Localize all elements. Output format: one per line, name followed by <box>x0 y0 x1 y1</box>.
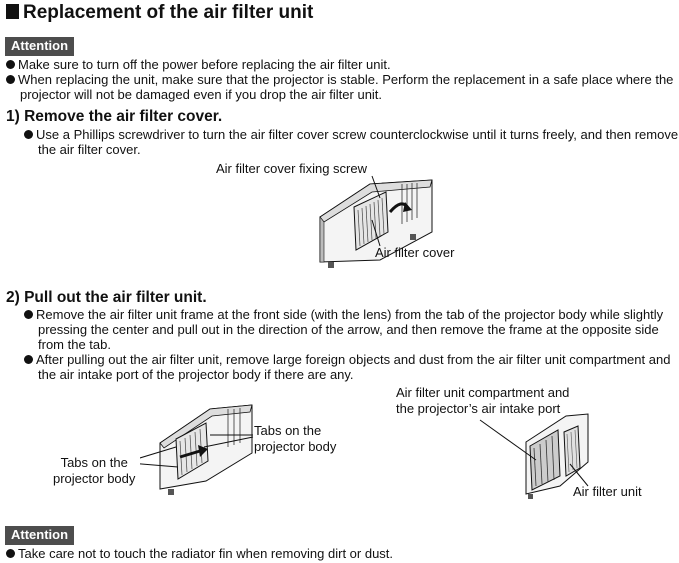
attention-badge-top: Attention <box>5 37 75 56</box>
label-air-filter-unit: Air filter unit <box>573 484 642 499</box>
bullet-dot-icon <box>24 130 33 139</box>
step2-bullet-1: Remove the air filter unit frame at the … <box>24 307 679 352</box>
label-tabs-left: Tabs on the projector body <box>53 455 136 486</box>
label-fixing-screw: Air filter cover fixing screw <box>216 161 367 176</box>
bullet-dot-icon <box>6 75 15 84</box>
filter-compartment-illustration <box>479 413 589 499</box>
step2-heading: 2) Pull out the air filter unit. <box>6 289 207 306</box>
attention-bullet-2: When replacing the unit, make sure that … <box>6 72 679 102</box>
bullet-dot-icon <box>6 60 15 69</box>
label-compartment: Air filter unit compartment and the proj… <box>396 385 570 416</box>
step2-bullet-2: After pulling out the air filter unit, r… <box>24 352 679 382</box>
attention-badge-bottom: Attention <box>5 526 75 545</box>
label-air-filter-cover: Air filter cover <box>375 245 455 260</box>
step1-bullet: Use a Phillips screwdriver to turn the a… <box>24 127 679 157</box>
bullet-dot-icon <box>24 355 33 364</box>
title-square-icon <box>6 4 19 19</box>
label-tabs-right: Tabs on the projector body <box>254 423 337 454</box>
bullet-dot-icon <box>24 310 33 319</box>
title-text: Replacement of the air filter unit <box>23 2 314 23</box>
projector-tabs-illustration <box>140 404 254 495</box>
attention-bullet-1: Make sure to turn off the power before r… <box>6 57 679 72</box>
projector-cover-illustration <box>319 175 433 268</box>
step1-heading: 1) Remove the air filter cover. <box>6 108 223 125</box>
bullet-dot-icon <box>6 549 15 558</box>
attention-bullet-3: Take care not to touch the radiator fin … <box>6 546 679 561</box>
page-title: Replacement of the air filter unit <box>6 2 313 24</box>
